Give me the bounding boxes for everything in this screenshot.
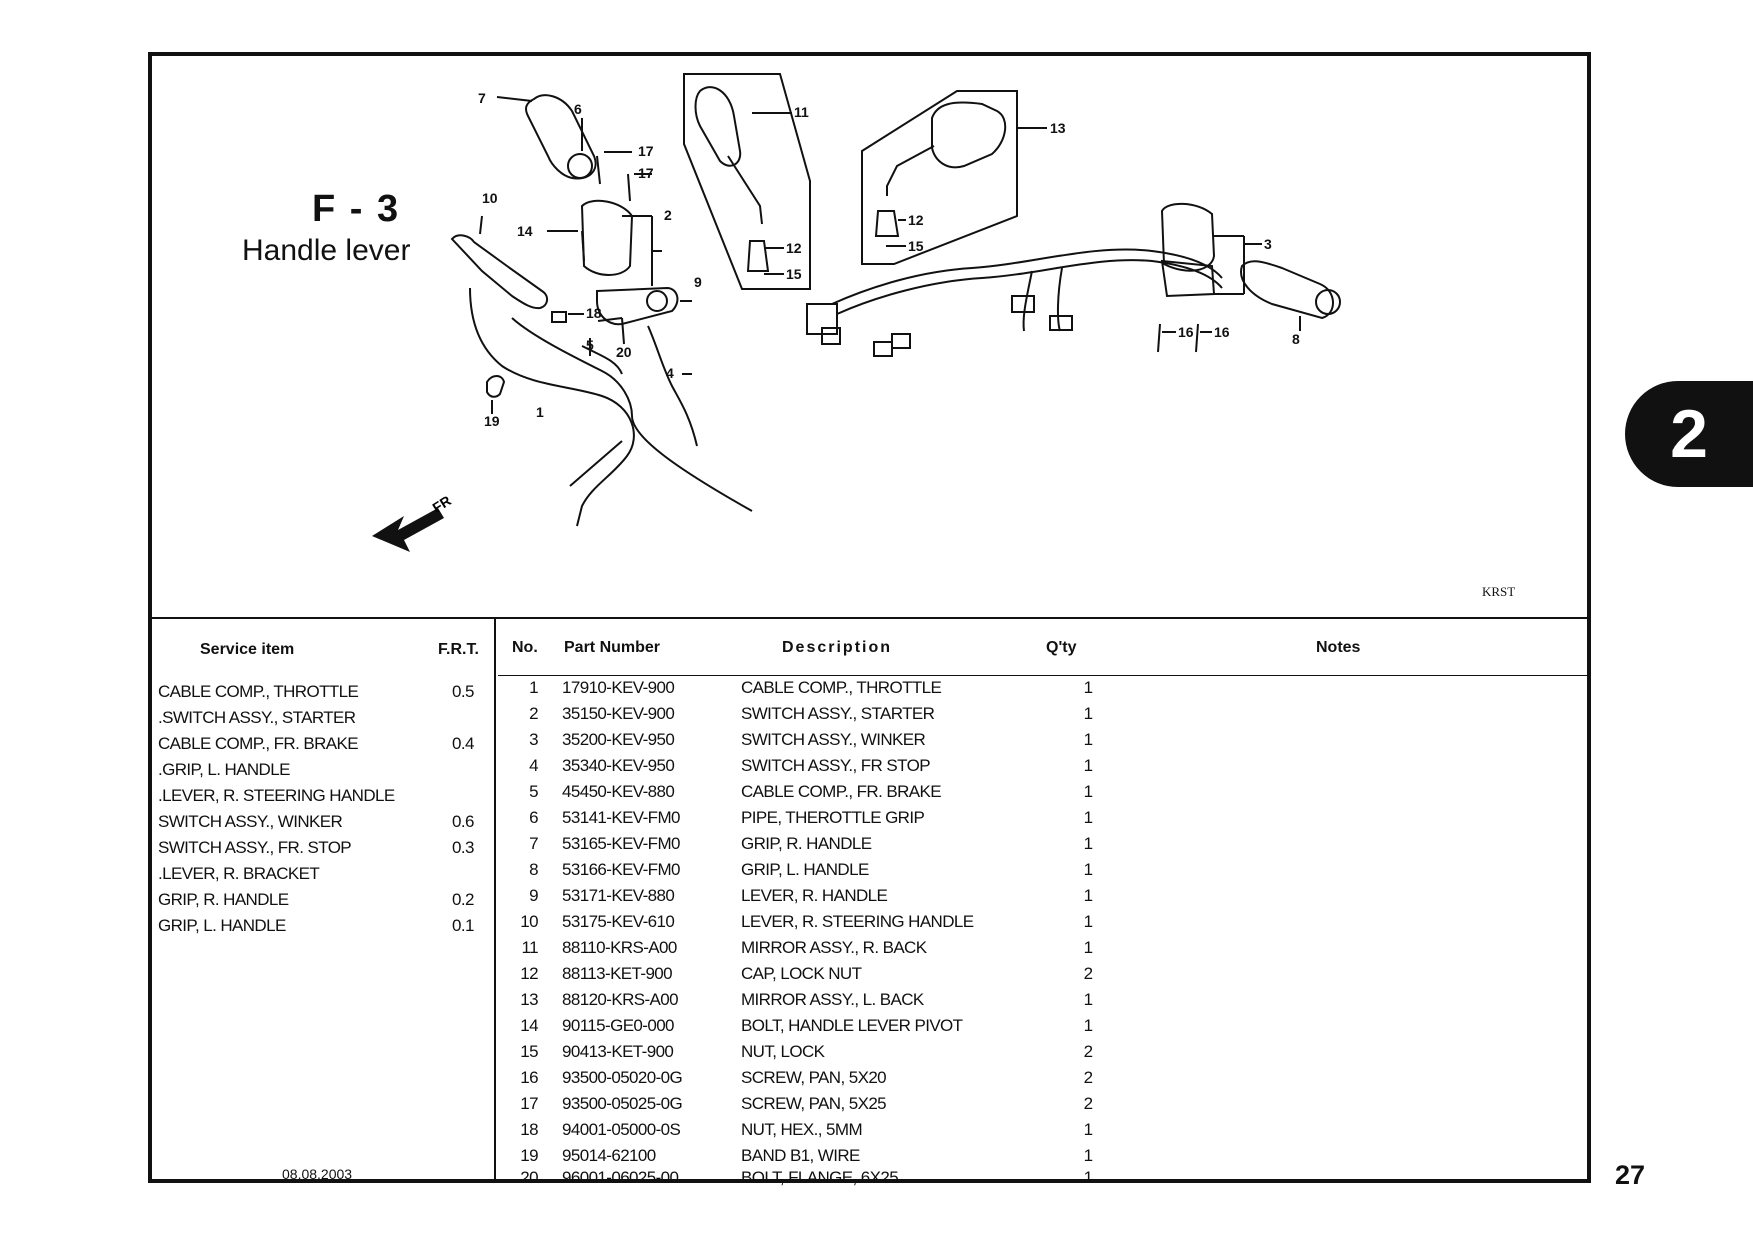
callout-19: 19 <box>484 413 500 429</box>
service-row: .GRIP, L. HANDLE <box>158 760 290 779</box>
callout-14: 14 <box>517 223 533 239</box>
page-frame: FR 7 6 17 17 11 13 10 14 2 12 15 12 15 3… <box>148 52 1591 1187</box>
service-row: .LEVER, R. BRACKET <box>158 864 320 883</box>
callout-20: 20 <box>616 344 632 360</box>
qty-header: Q'ty <box>1046 639 1077 656</box>
callout-16a: 16 <box>1178 324 1194 340</box>
no-header: No. <box>512 639 538 656</box>
callout-16b: 16 <box>1214 324 1230 340</box>
page-number: 27 <box>1615 1160 1646 1190</box>
diagram-drawing: FR 7 6 17 17 11 13 10 14 2 12 15 12 15 3… <box>372 73 1341 552</box>
parts-header-divider <box>498 675 1587 676</box>
callout-13: 13 <box>1050 120 1066 136</box>
section-code: F - 3 <box>312 188 401 230</box>
callout-11: 11 <box>794 104 809 120</box>
part-number-header: Part Number <box>564 639 661 656</box>
callout-9: 9 <box>694 274 702 290</box>
callout-4: 4 <box>666 365 674 381</box>
table-column-divider <box>494 617 496 1183</box>
service-row: .SWITCH ASSY., STARTER <box>158 708 356 727</box>
callout-15a: 15 <box>786 266 802 282</box>
description-header: Description <box>782 639 893 656</box>
callout-8: 8 <box>1292 331 1300 347</box>
notes-header: Notes <box>1316 639 1361 656</box>
callout-6: 6 <box>574 101 582 117</box>
frt-header: F.R.T. <box>438 641 479 658</box>
callout-18: 18 <box>586 305 602 321</box>
service-item-header: Service item <box>200 641 295 658</box>
front-direction-arrow-icon <box>372 508 444 552</box>
callout-10: 10 <box>482 190 498 206</box>
diagram-table-divider <box>152 617 1587 619</box>
callout-17b: 17 <box>638 165 654 181</box>
callout-3: 3 <box>1264 236 1272 252</box>
callout-12a: 12 <box>786 240 802 256</box>
section-title: Handle lever <box>242 234 411 267</box>
callout-2: 2 <box>664 207 672 223</box>
callout-12b: 12 <box>908 212 924 228</box>
callout-7: 7 <box>478 90 486 106</box>
service-row: .LEVER, R. STEERING HANDLE <box>158 786 395 805</box>
exploded-parts-diagram: FR 7 6 17 17 11 13 10 14 2 12 15 12 15 3… <box>152 56 1587 617</box>
chapter-tab: 2 <box>1625 381 1753 487</box>
callout-5: 5 <box>586 337 594 353</box>
revision-date: 08.08.2003 <box>282 1166 353 1182</box>
callout-15b: 15 <box>908 238 924 254</box>
callout-1: 1 <box>536 404 544 420</box>
model-code: KRST <box>1482 584 1516 599</box>
callout-17a: 17 <box>638 143 654 159</box>
